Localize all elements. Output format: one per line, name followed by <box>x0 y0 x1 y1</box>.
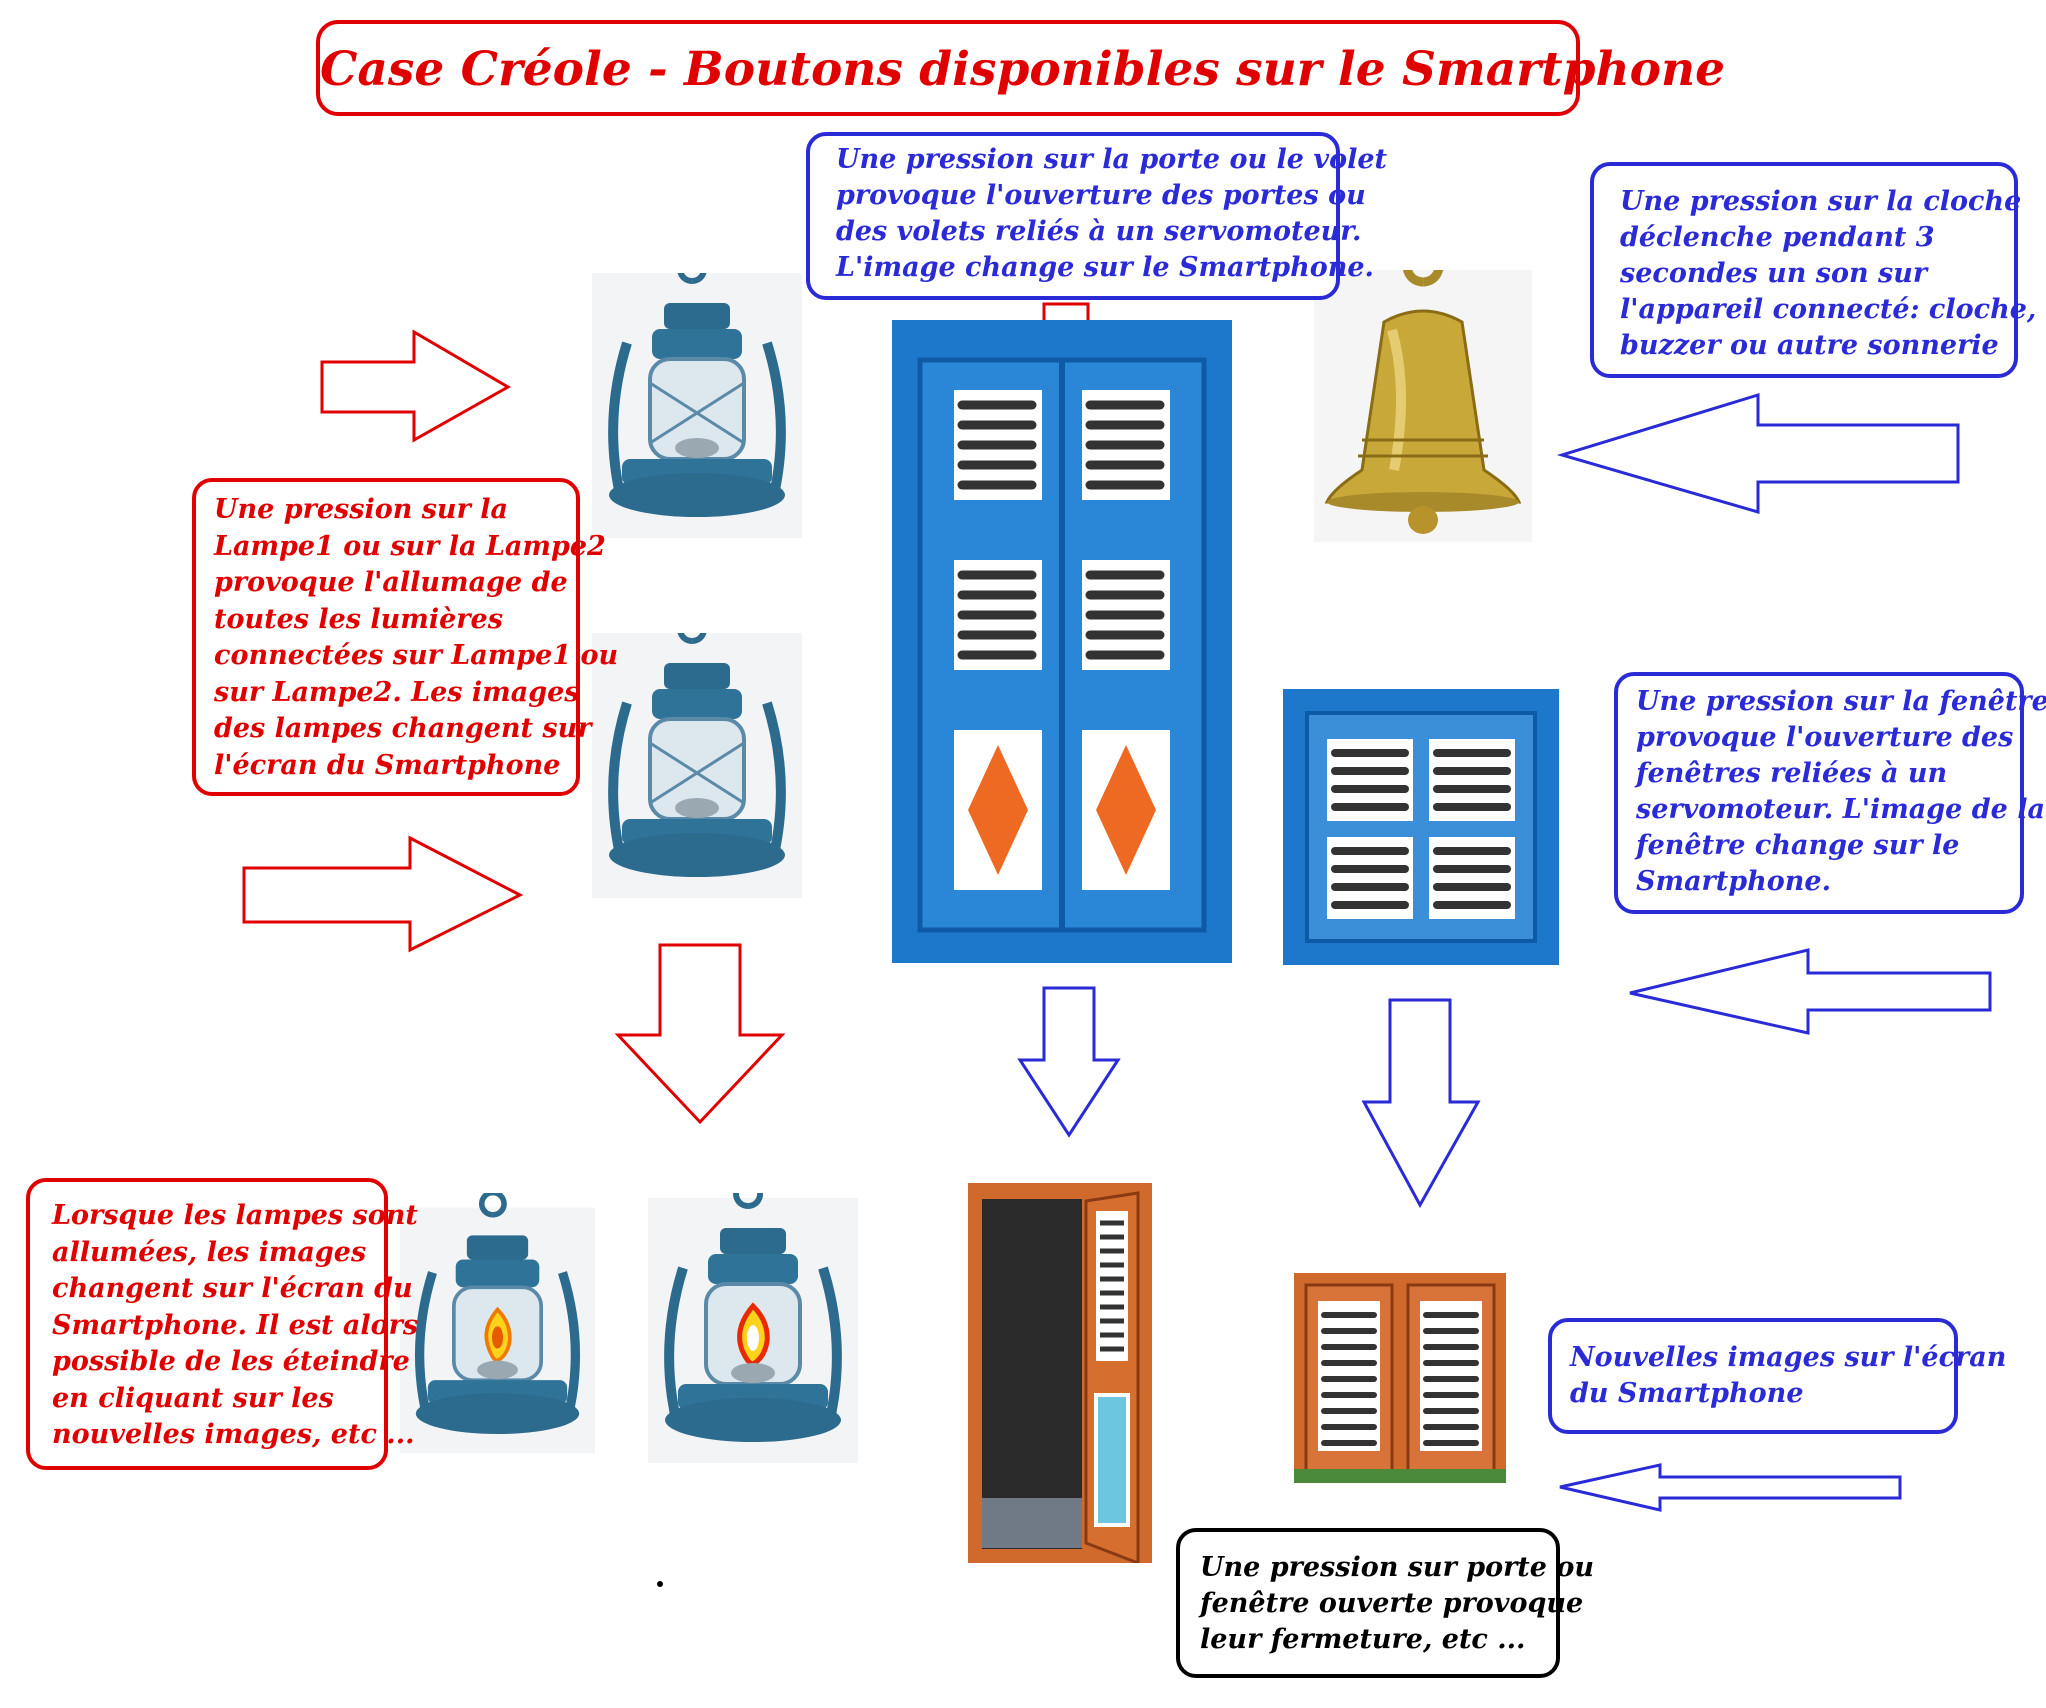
note-line: Une pression sur porte ou <box>1200 1552 1594 1583</box>
lantern-icon[interactable] <box>400 1193 595 1468</box>
note-door: Une pression sur la porte ou le volet pr… <box>806 132 1387 300</box>
note-line: L'image change sur le Smartphone. <box>836 252 1374 283</box>
note-line: Une pression sur la cloche <box>1620 186 2022 217</box>
note-line: déclenche pendant 3 <box>1620 222 1935 253</box>
note-line: allumées, les images <box>52 1236 367 1268</box>
note-line: fenêtres reliées à un <box>1636 758 1948 789</box>
note-line: Smartphone. Il est alors <box>52 1309 419 1341</box>
note-line: en cliquant sur les <box>52 1382 334 1414</box>
dot-mark <box>657 1581 663 1587</box>
note-line: fenêtre ouverte provoque <box>1200 1588 1584 1619</box>
note-new-images: Nouvelles images sur l'écran du Smartpho… <box>1548 1318 2007 1434</box>
note-bell: Une pression sur la cloche déclenche pen… <box>1590 162 2037 378</box>
note-line: des volets reliés à un servomoteur. <box>836 216 1362 247</box>
note-line: Lampe1 ou sur la Lampe2 <box>214 530 606 562</box>
lantern-icon[interactable] <box>592 633 802 898</box>
shutter-door-icon[interactable] <box>892 320 1232 963</box>
arrow-icon <box>1361 998 1481 1209</box>
bell-icon[interactable] <box>1314 270 1532 542</box>
note-line: Smartphone. <box>1636 866 1831 897</box>
note-line: provoque l'allumage de <box>214 567 568 598</box>
note-line: fenêtre change sur le <box>1636 830 1960 861</box>
note-line: Une pression sur la porte ou le volet <box>836 144 1387 175</box>
note-line: des lampes changent sur <box>214 713 592 744</box>
note-window: Une pression sur la fenêtre provoque l'o… <box>1614 672 2046 914</box>
note-line: nouvelles images, etc ... <box>52 1419 415 1450</box>
note-line: du Smartphone <box>1570 1378 1804 1409</box>
note-line: sur Lampe2. Les images <box>214 676 580 708</box>
note-line: provoque l'ouverture des <box>1636 722 2014 753</box>
open-door-icon[interactable] <box>968 1183 1152 1563</box>
note-line: changent sur l'écran du <box>52 1273 413 1304</box>
arrow-icon <box>1017 986 1121 1138</box>
note-line: secondes un son sur <box>1620 258 1928 289</box>
arrow-icon <box>1556 392 1960 514</box>
open-window-icon[interactable] <box>1294 1273 1506 1483</box>
lantern-icon[interactable] <box>592 273 802 538</box>
shutter-window-icon[interactable] <box>1283 689 1559 965</box>
note-line: l'appareil connecté: cloche, <box>1620 294 2037 325</box>
arrow-icon <box>1629 948 1992 1035</box>
note-line: buzzer ou autre sonnerie <box>1620 330 1999 361</box>
note-line: Nouvelles images sur l'écran <box>1570 1342 2007 1373</box>
lantern-icon[interactable] <box>648 1193 858 1468</box>
arrow-icon <box>320 329 512 443</box>
note-line: provoque l'ouverture des portes ou <box>836 180 1366 211</box>
note-line: l'écran du Smartphone <box>214 749 561 781</box>
note-line: toutes les lumières <box>214 603 503 635</box>
arrow-icon <box>1559 1463 1902 1512</box>
note-line: Une pression sur la fenêtre <box>1636 686 2046 717</box>
note-lamps: Une pression sur la Lampe1 ou sur la Lam… <box>192 478 619 796</box>
note-line: possible de les éteindre <box>52 1346 410 1377</box>
note-lamps-on: Lorsque les lampes sont allumées, les im… <box>26 1178 419 1470</box>
note-line: Lorsque les lampes sont <box>52 1200 418 1231</box>
arrow-icon <box>614 943 786 1125</box>
arrow-icon <box>242 835 524 953</box>
note-line: leur fermeture, etc ... <box>1200 1624 1526 1655</box>
title-box: Case Créole - Boutons disponibles sur le… <box>316 20 1726 116</box>
note-line: connectées sur Lampe1 ou <box>214 640 619 671</box>
note-line: Une pression sur la <box>214 494 508 525</box>
note-close: Une pression sur porte ou fenêtre ouvert… <box>1176 1528 1594 1678</box>
note-line: servomoteur. L'image de la <box>1636 794 2045 825</box>
page-title: Case Créole - Boutons disponibles sur le… <box>320 42 1726 97</box>
